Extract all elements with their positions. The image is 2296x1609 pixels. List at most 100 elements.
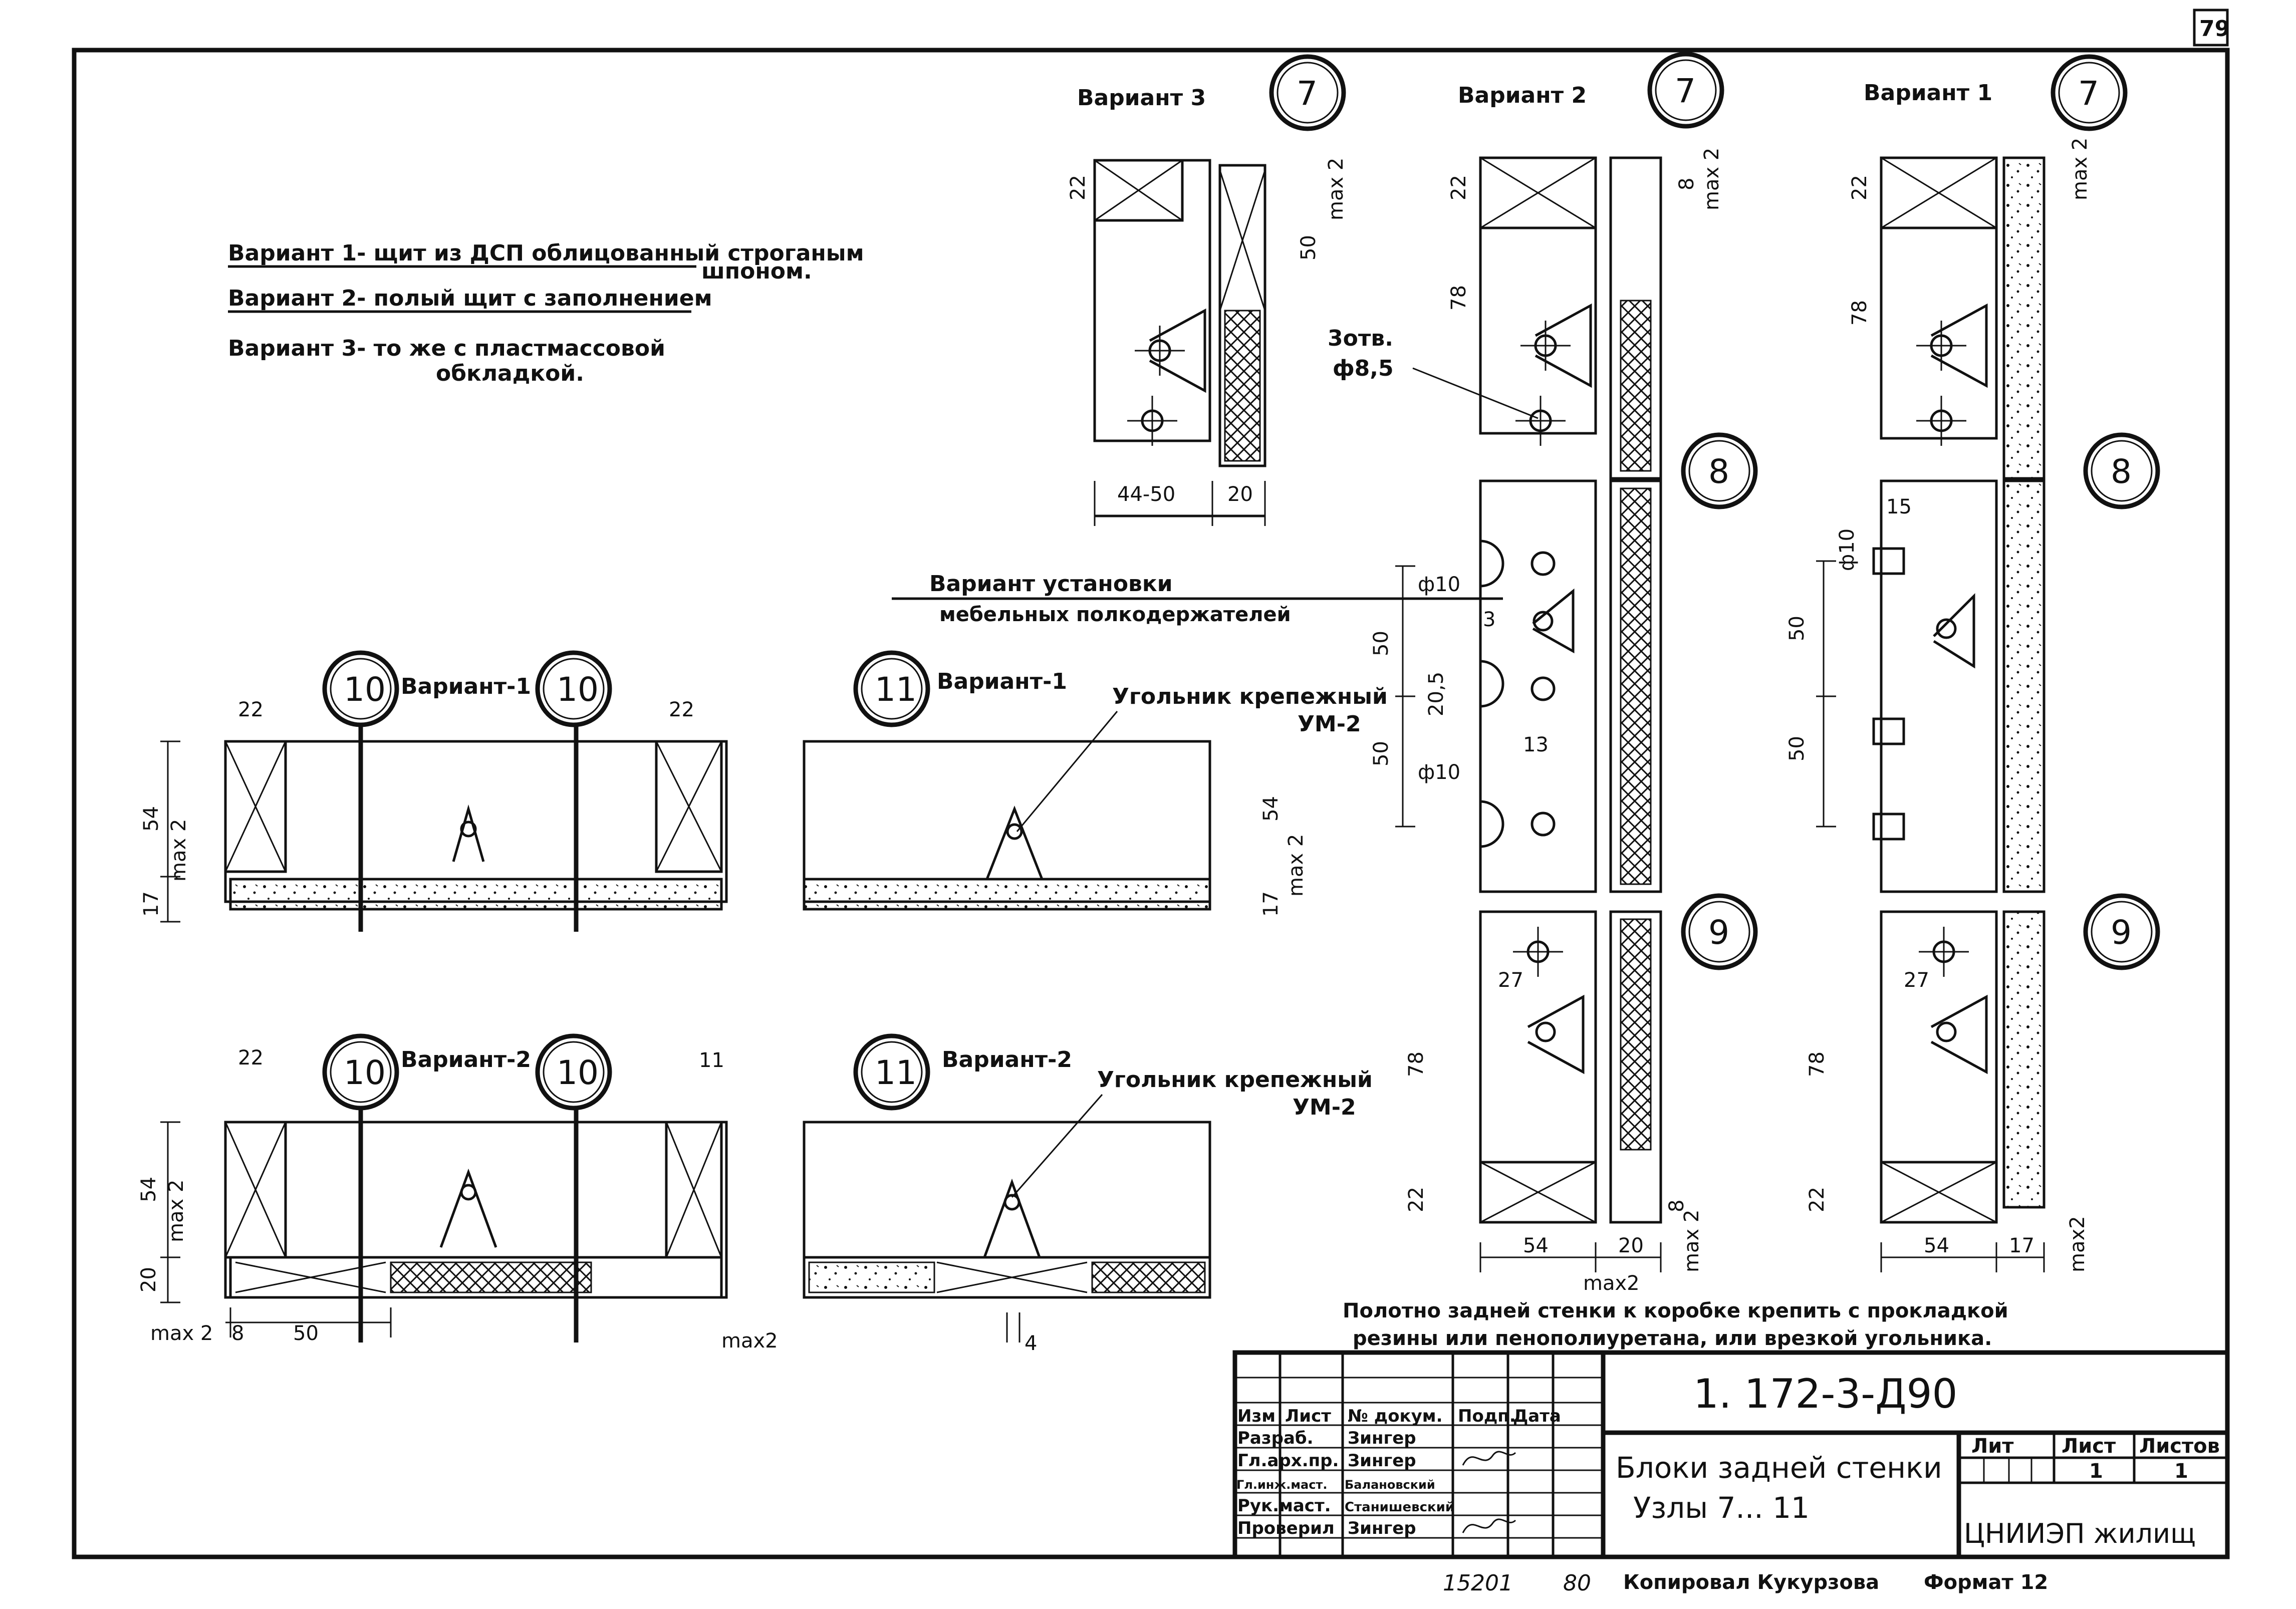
footer-format: Формат 12 — [1924, 1571, 2048, 1594]
node-11-label: 11 — [875, 670, 917, 709]
shelf-note-line2: мебельных полкодержателей — [939, 603, 1291, 626]
dim-54: 54 — [140, 806, 163, 832]
label-lit: Лит — [1971, 1435, 2014, 1458]
legend-v3-line1: Вариант 3- то же с пластмассовой — [228, 336, 665, 361]
role-2: Гл.инж.маст. — [1236, 1478, 1327, 1492]
node-7-label: 7 — [2078, 74, 2099, 113]
legend-v1-line1: Вариант 1- щит из ДСП облицованный строг… — [228, 240, 864, 266]
node-10-label: 10 — [344, 670, 386, 709]
dim-13: 13 — [1523, 733, 1549, 756]
dim-22: 22 — [1806, 1187, 1829, 1212]
dim-17: 17 — [2009, 1234, 2034, 1257]
col-date: Дата — [1513, 1406, 1561, 1426]
dim-78: 78 — [1848, 300, 1871, 326]
footer-inv: 15201 — [1443, 1570, 1513, 1596]
dim-max2: max 2 — [2069, 138, 2092, 200]
label-sheet: Лист — [2062, 1435, 2116, 1458]
dim-phi10: ф10 — [1836, 528, 1859, 571]
node-10-label: 10 — [557, 670, 599, 709]
detail-node8-variant2: 8 ф10 ф10 3 13 20,5 50 50 — [1370, 432, 1758, 893]
detail-node10-variant2: 10 Вариант-2 10 22 11 54 max 2 20 max 2 … — [137, 1033, 778, 1353]
dim-4: 4 — [1025, 1332, 1037, 1355]
dim-20: 20 — [137, 1267, 160, 1292]
dim-3: 3 — [1483, 608, 1495, 631]
dim-22: 22 — [1447, 175, 1470, 200]
node-7-label: 7 — [1297, 74, 1318, 113]
dim-22: 22 — [238, 1046, 264, 1069]
dim-27: 27 — [1498, 969, 1523, 992]
dim-78: 78 — [1405, 1051, 1428, 1077]
dim-22: 22 — [1067, 175, 1090, 200]
dim-max2: max 2 — [1680, 1210, 1703, 1272]
sheet-number: 79 — [2199, 16, 2230, 42]
dim-max2: max2 — [1583, 1272, 1640, 1295]
node-8-label: 8 — [1708, 452, 1729, 491]
detail-node8-variant1: 8 15 ф10 50 50 — [1785, 432, 2160, 893]
node-7-marker: 7 — [1647, 52, 1724, 129]
detail-node7-variant1: 22 78 max 2 — [1848, 138, 2092, 480]
dim-phi10: ф10 — [1418, 573, 1460, 596]
dim-78: 78 — [1806, 1051, 1829, 1077]
detail-node9-variant1: 9 27 78 22 54 17 max2 — [1806, 893, 2160, 1272]
sheets-value: 1 — [2174, 1460, 2188, 1483]
dim-20: 20 — [1618, 1234, 1644, 1257]
dim-max2: max 2 — [1285, 834, 1308, 897]
organization: ЦНИИЭП жилищ — [1964, 1518, 2196, 1549]
dim-max2: max2 — [2066, 1216, 2089, 1272]
title-variant-2-dash: Вариант-2 — [401, 1047, 531, 1072]
dim-8: 8 — [231, 1322, 244, 1345]
name-2: Балановский — [1345, 1478, 1435, 1492]
dim-22: 22 — [238, 698, 264, 721]
sheet-frame — [72, 48, 2230, 1559]
node-7-marker: 7 — [1269, 54, 1346, 131]
drawing-title-line1: Блоки задней стенки — [1616, 1451, 1942, 1485]
name-0: Зингер — [1348, 1428, 1416, 1448]
col-izm: Изм — [1237, 1406, 1275, 1426]
role-1: Гл.арх.пр. — [1237, 1451, 1339, 1471]
col-doc: № докум. — [1348, 1406, 1443, 1426]
detail-node11-variant2: 11 Вариант-2 Угольник крепежный УМ-2 4 — [803, 1033, 1373, 1355]
dim-50: 50 — [1370, 741, 1393, 766]
dim-20-5: 20,5 — [1425, 672, 1448, 716]
holes-label-line2: ф8,5 — [1333, 356, 1394, 381]
sheet-value: 1 — [2089, 1460, 2103, 1483]
name-4: Зингер — [1348, 1518, 1416, 1538]
node-10-label: 10 — [344, 1053, 386, 1092]
dim-54: 54 — [137, 1177, 160, 1202]
node-10-label: 10 — [557, 1053, 599, 1092]
legend: Вариант 1- щит из ДСП облицованный строг… — [228, 240, 864, 386]
detail-node10-variant1: 10 Вариант-1 10 22 22 54 max 2 17 — [140, 650, 728, 932]
dim-phi10: ф10 — [1418, 761, 1460, 784]
label-sheets: Листов — [2139, 1435, 2220, 1458]
node-9-label: 9 — [1708, 913, 1729, 952]
detail-node7-variant3: 44-50 20 22 50 max 2 — [1067, 158, 1348, 526]
dim-max2: max 2 — [167, 819, 190, 882]
legend-v1-line2: шпоном. — [701, 258, 812, 284]
detail-node9-variant2: 9 27 78 22 54 20 max2 8 max 2 — [1405, 893, 1758, 1295]
dim-54: 54 — [1523, 1234, 1549, 1257]
detail-node11-variant1: 11 Вариант-1 Угольник крепежный УМ-2 54 … — [803, 650, 1388, 917]
dim-max2: max 2 — [165, 1180, 188, 1242]
dim-54: 54 — [1924, 1234, 1949, 1257]
title-variant-2-dash: Вариант-2 — [942, 1047, 1072, 1072]
node-11-label: 11 — [875, 1053, 917, 1092]
dim-44-50: 44-50 — [1117, 483, 1175, 506]
bracket-label-line2: УМ-2 — [1298, 711, 1361, 737]
dim-max2: max2 — [721, 1329, 778, 1353]
general-note-line1: Полотно задней стенки к коробке крепить … — [1343, 1299, 2008, 1322]
dim-27: 27 — [1904, 969, 1929, 992]
legend-v2: Вариант 2- полый щит с заполнением — [228, 286, 712, 311]
bracket-label-line1: Угольник крепежный — [1097, 1067, 1373, 1093]
bracket-label-line2: УМ-2 — [1293, 1095, 1356, 1120]
dim-11: 11 — [699, 1049, 724, 1072]
sheet-number-box — [2193, 9, 2229, 47]
node-8-label: 8 — [2111, 452, 2132, 491]
dim-54: 54 — [1259, 796, 1283, 822]
dim-22: 22 — [1405, 1187, 1428, 1212]
col-list: Лист — [1285, 1406, 1331, 1426]
title-variant-3: Вариант 3 — [1077, 85, 1206, 111]
title-variant-2: Вариант 2 — [1458, 83, 1587, 108]
role-4: Проверил — [1237, 1518, 1335, 1538]
dim-17: 17 — [1259, 891, 1283, 917]
title-variant-1: Вариант 1 — [1864, 80, 1992, 106]
